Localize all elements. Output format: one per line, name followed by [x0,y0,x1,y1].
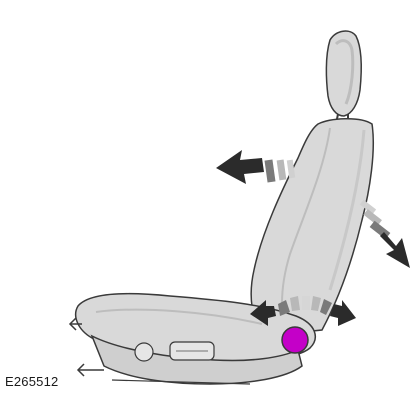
headrest [326,31,361,124]
seatback-recline-knob[interactable] [282,327,308,353]
recline-backward-arrow [360,200,410,268]
recline-forward-arrow [216,150,295,184]
figure-code-label: E265512 [5,374,58,389]
